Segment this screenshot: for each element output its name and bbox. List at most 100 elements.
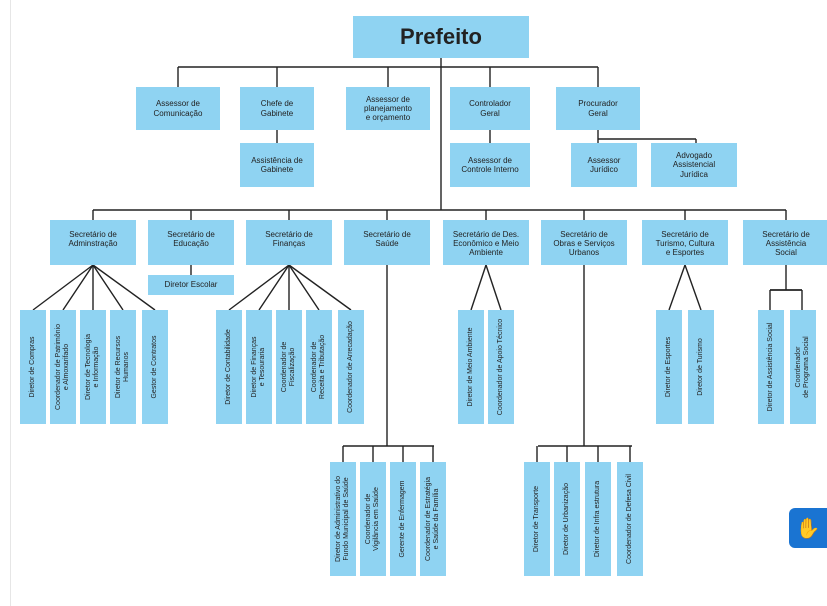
diretor-6-1: Diretor de Turismo	[688, 310, 714, 424]
diretor-5-3: Coordenador de Defesa Civil	[617, 462, 643, 576]
diretor-6-0-label: Diretor de Esportes	[664, 336, 672, 398]
accessibility-widget[interactable]: ✋	[789, 508, 827, 548]
diretor-escolar-box-label: Diretor Escolar	[164, 280, 218, 290]
connector-line	[228, 264, 290, 311]
diretor-5-2: Diretor de Infra estrutura	[585, 462, 611, 576]
diretor-7-0-label: Diretor de Assistência Social	[766, 322, 774, 412]
diretor-4-1-label: Coordenador de Apoio Técnico	[496, 318, 504, 416]
prefeito-box-label: Prefeito	[400, 24, 482, 50]
diretor-5-3-label: Coordenador de Defesa Civil	[625, 474, 633, 564]
diretor-0-0-label: Diretor de Compras	[28, 336, 36, 398]
prefeito-box: Prefeito	[353, 16, 529, 58]
diretor-2-0: Diretor de Contabilidade	[216, 310, 242, 424]
connector-line	[288, 264, 352, 311]
diretor-3-2-label: Gerente de Enfermagem	[398, 480, 406, 558]
connector-line	[32, 264, 94, 311]
diretor-0-4: Gestor de Contratos	[142, 310, 168, 424]
diretor-5-0-label: Diretor de Transporte	[532, 485, 540, 553]
diretor-2-4: Coordenador de Arrecadação	[338, 310, 364, 424]
diretor-6-0: Diretor de Esportes	[656, 310, 682, 424]
connector-line	[92, 264, 124, 311]
connector-line	[288, 264, 320, 311]
diretor-5-1-label: Diretor de Urbanização	[562, 483, 570, 555]
diretor-5-2-label: Diretor de Infra estrutura	[593, 480, 601, 558]
connector-line	[668, 264, 686, 311]
diretor-6-1-label: Diretor de Turismo	[696, 338, 704, 396]
connector-line	[470, 264, 487, 311]
diretor-4-1: Coordenador de Apoio Técnico	[488, 310, 514, 424]
diretor-4-0: Diretor de Meio Ambiente	[458, 310, 484, 424]
page-left-border	[10, 0, 11, 606]
diretor-2-0-label: Diretor de Contabilidade	[224, 329, 232, 405]
diretor-5-0: Diretor de Transporte	[524, 462, 550, 576]
diretor-2-4-label: Coordenador de Arrecadação	[346, 321, 354, 413]
diretor-0-0: Diretor de Compras	[20, 310, 46, 424]
connector-line	[684, 264, 702, 311]
hand-sign-icon: ✋	[795, 517, 821, 540]
diretor-5-1: Diretor de Urbanização	[554, 462, 580, 576]
diretor-escolar-box: Diretor Escolar	[148, 275, 234, 295]
connector-line	[485, 264, 502, 311]
diretor-4-0-label: Diretor de Meio Ambiente	[466, 327, 474, 407]
diretor-7-0: Diretor de Assistência Social	[758, 310, 784, 424]
connector-line	[92, 264, 156, 311]
diretor-3-2: Gerente de Enfermagem	[390, 462, 416, 576]
